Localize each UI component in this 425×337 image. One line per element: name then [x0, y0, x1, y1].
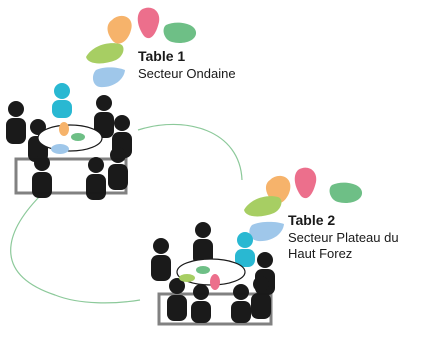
table-petal-green [196, 266, 210, 274]
table-label-1: Table 1 Secteur Ondaine [138, 48, 278, 82]
table-subtitle-line: Secteur Ondaine [138, 65, 236, 81]
chairs [157, 292, 273, 326]
table-group-2 [151, 222, 275, 326]
table-label-2: Table 2 Secteur Plateau du Haut Forez [288, 212, 424, 262]
petal-blue [92, 67, 125, 88]
table-petal-blue [51, 144, 69, 154]
table-surface [37, 124, 103, 152]
highlight-person [52, 83, 72, 118]
table-petal-orange [59, 122, 69, 136]
petal-pink [294, 167, 317, 199]
table-petal-lime [179, 274, 195, 282]
table-petal-pink [210, 274, 220, 290]
petal-lime [86, 43, 124, 64]
petal-green [163, 22, 197, 43]
connector-line-left [10, 195, 141, 304]
petal-green [329, 182, 363, 203]
petal-lime [244, 196, 282, 217]
petal-pink [137, 7, 160, 39]
petal-cluster-2 [244, 167, 363, 242]
chairs [14, 157, 128, 195]
table-subtitle-line: Haut Forez [288, 245, 353, 261]
table-title: Table 1 [138, 48, 186, 64]
petal-cluster-1 [86, 7, 197, 88]
table-petal-green [71, 133, 85, 141]
table-title: Table 2 [288, 212, 336, 228]
table-group-1 [6, 83, 132, 200]
petal-blue [249, 221, 284, 242]
highlight-person [235, 232, 255, 267]
connector-line-top [137, 123, 243, 181]
table-subtitle-line: Secteur Plateau du [288, 229, 399, 245]
petal-orange [107, 15, 132, 44]
